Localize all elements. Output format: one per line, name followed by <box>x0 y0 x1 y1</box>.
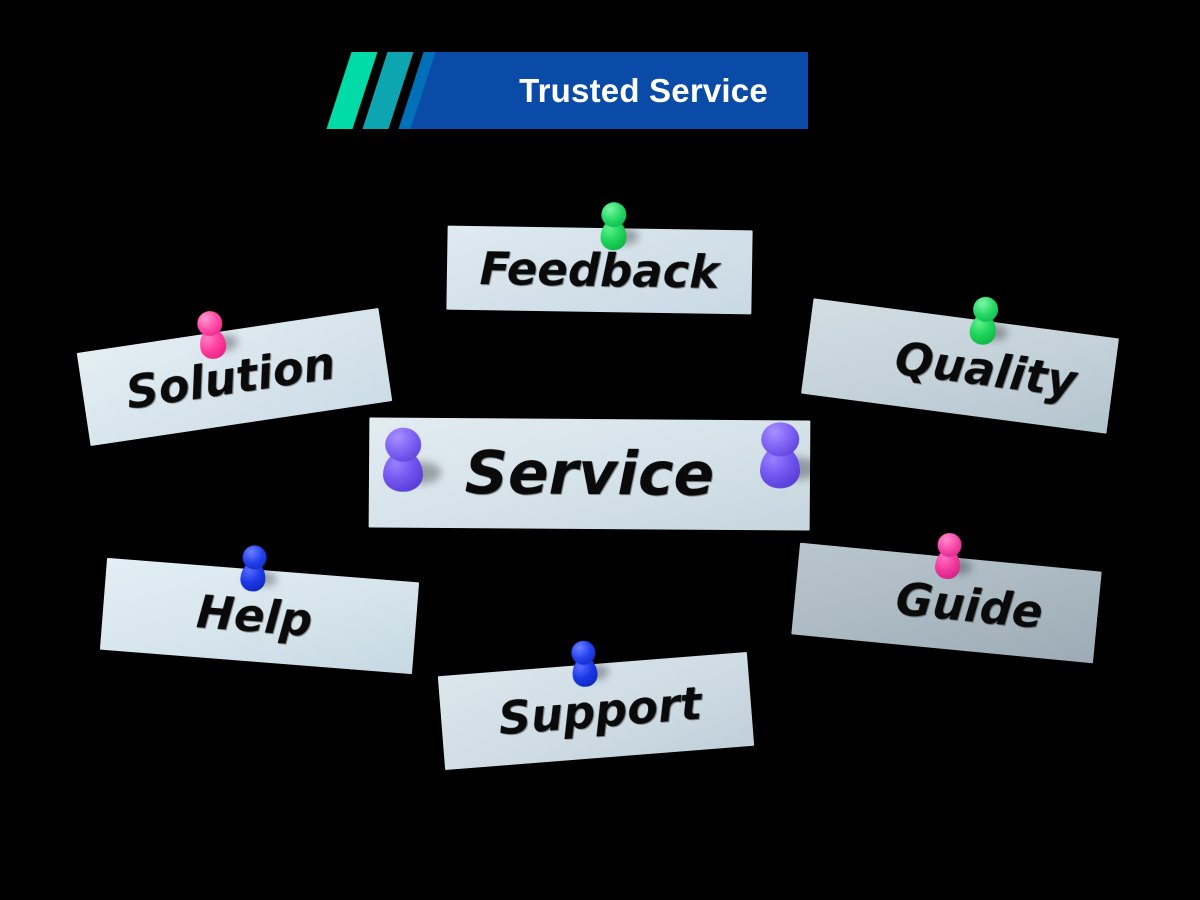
note-label-feedback: Feedback <box>479 241 720 299</box>
note-label-service: Service <box>464 438 715 510</box>
sticky-note-quality[interactable]: Quality <box>801 295 1119 434</box>
note-label-help: Help <box>194 584 315 647</box>
sticky-note-solution[interactable]: Solution <box>76 307 393 447</box>
banner: Trusted Service <box>326 52 808 129</box>
sticky-note-guide[interactable]: Guide <box>791 531 1102 664</box>
sticky-note-help[interactable]: Help <box>99 544 420 675</box>
sticky-note-service[interactable]: Service <box>368 417 819 531</box>
banner-body: Trusted Service <box>410 52 808 129</box>
sticky-note-support[interactable]: Support <box>437 639 755 771</box>
banner-rect <box>445 52 808 129</box>
sticky-note-feedback[interactable]: Feedback <box>446 202 753 315</box>
banner-title: Trusted Service <box>519 71 768 109</box>
